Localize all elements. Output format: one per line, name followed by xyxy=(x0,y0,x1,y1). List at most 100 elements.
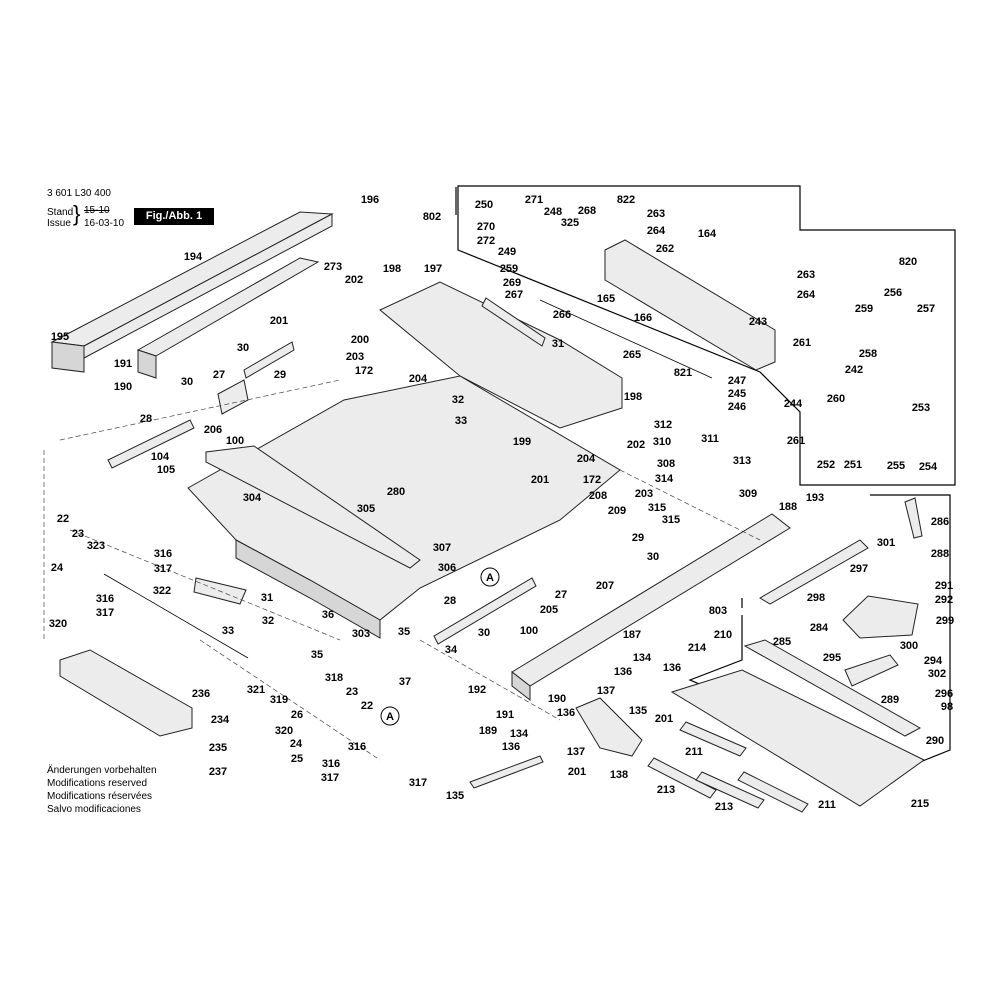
callout-label: 284 xyxy=(810,622,829,634)
callout-30: 30 xyxy=(237,342,249,354)
callout-label: 237 xyxy=(209,766,227,778)
callout-label: 138 xyxy=(610,769,628,781)
callout-label: 190 xyxy=(114,381,132,393)
callout-label: 25 xyxy=(291,753,303,765)
callout-label: 35 xyxy=(398,626,410,638)
callout-249: 249 xyxy=(498,246,516,258)
callout-325: 325 xyxy=(561,217,579,229)
callout-307: 307 xyxy=(433,542,451,554)
callout-label: 198 xyxy=(624,391,642,403)
callout-172: 172 xyxy=(355,365,373,377)
callout-label: 303 xyxy=(352,628,370,640)
callout-172: 172 xyxy=(583,474,601,486)
strip-31 xyxy=(481,297,546,347)
callout-label: 317 xyxy=(321,772,339,784)
callout-26: 26 xyxy=(291,709,303,721)
cover-197 xyxy=(379,281,623,429)
callout-30: 30 xyxy=(647,551,659,563)
callout-25: 25 xyxy=(291,753,303,765)
callout-circle xyxy=(380,706,400,726)
rail-194-end xyxy=(51,341,85,373)
document-number: 3 601 L30 400 xyxy=(47,188,111,199)
callout-label: 302 xyxy=(928,668,946,680)
callout-label: 30 xyxy=(237,342,249,354)
note-es: Salvo modificaciones xyxy=(47,804,141,815)
callout-136: 136 xyxy=(502,741,520,753)
callout-label: 299 xyxy=(936,615,954,627)
callout-label: 296 xyxy=(935,688,953,700)
callout-317: 317 xyxy=(321,772,339,784)
callout-319: 319 xyxy=(270,694,288,706)
callout-207: 207 xyxy=(596,580,614,592)
callout-label: 33 xyxy=(222,625,234,637)
callout-203: 203 xyxy=(346,351,364,363)
handle-135 xyxy=(469,755,544,789)
callout-136: 136 xyxy=(614,666,632,678)
callout-label: 290 xyxy=(926,735,944,747)
callout-245: 245 xyxy=(728,388,746,400)
callout-label: 23 xyxy=(346,686,358,698)
callout-label: 22 xyxy=(57,513,69,525)
callout-313: 313 xyxy=(733,455,751,467)
callout-label: 820 xyxy=(899,256,917,268)
callout-label: 264 xyxy=(797,289,816,301)
callout-label: 260 xyxy=(827,393,845,405)
callout-23: 23 xyxy=(346,686,358,698)
callout-28: 28 xyxy=(140,413,152,425)
callout-297: 297 xyxy=(850,563,868,575)
callout-98: 98 xyxy=(941,701,953,713)
callout-label: 195 xyxy=(51,331,69,343)
callout-317: 317 xyxy=(154,563,172,575)
callout-label: 30 xyxy=(181,376,193,388)
callout-270: 270 xyxy=(477,221,495,233)
callout-label: 313 xyxy=(733,455,751,467)
dash-d xyxy=(419,639,561,721)
callout-210: 210 xyxy=(714,629,732,641)
callout-136: 136 xyxy=(557,707,575,719)
callout-306: 306 xyxy=(438,562,456,574)
rail-211-a xyxy=(679,721,747,757)
callout-label: 264 xyxy=(647,225,666,237)
callout-323: 323 xyxy=(87,540,105,552)
callout-259: 259 xyxy=(500,263,518,275)
callout-205: 205 xyxy=(540,604,558,616)
callout-label: 24 xyxy=(51,562,64,574)
callout-label: 164 xyxy=(698,228,717,240)
callout-316: 316 xyxy=(96,593,114,605)
callout-label: 29 xyxy=(274,369,286,381)
callout-label: 31 xyxy=(552,338,564,350)
callout-27: 27 xyxy=(213,369,225,381)
callout-label: 265 xyxy=(623,349,641,361)
callout-28: 28 xyxy=(444,595,456,607)
rod-265 xyxy=(539,299,713,379)
callout-label: 36 xyxy=(322,609,334,621)
callout-30: 30 xyxy=(181,376,193,388)
callout-label: 205 xyxy=(540,604,558,616)
rail-273-end xyxy=(137,349,157,379)
callout-label: 201 xyxy=(655,713,673,725)
callout-301: 301 xyxy=(877,537,895,549)
slide-table-210 xyxy=(670,669,925,807)
callout-label: 246 xyxy=(728,401,746,413)
table-front-303 xyxy=(235,539,381,639)
callout-138: 138 xyxy=(610,769,628,781)
callout-label: 325 xyxy=(561,217,579,229)
callout-236: 236 xyxy=(192,688,210,700)
callout-195: 195 xyxy=(51,331,69,343)
callout-label: 286 xyxy=(931,516,949,528)
callout-label: 208 xyxy=(589,490,607,502)
date-brace: } xyxy=(73,201,81,226)
callout-label: 172 xyxy=(583,474,601,486)
callout-296: 296 xyxy=(935,688,953,700)
callout-label: 272 xyxy=(477,235,495,247)
callout-label: 100 xyxy=(226,435,244,447)
callout-206: 206 xyxy=(204,424,222,436)
callout-213: 213 xyxy=(657,784,675,796)
callout-247: 247 xyxy=(728,375,746,387)
callout-label: 202 xyxy=(345,274,363,286)
rail-211-b xyxy=(737,771,809,813)
rail-213-b xyxy=(695,771,765,809)
callout-label: 821 xyxy=(674,367,692,379)
callout-317: 317 xyxy=(96,607,114,619)
